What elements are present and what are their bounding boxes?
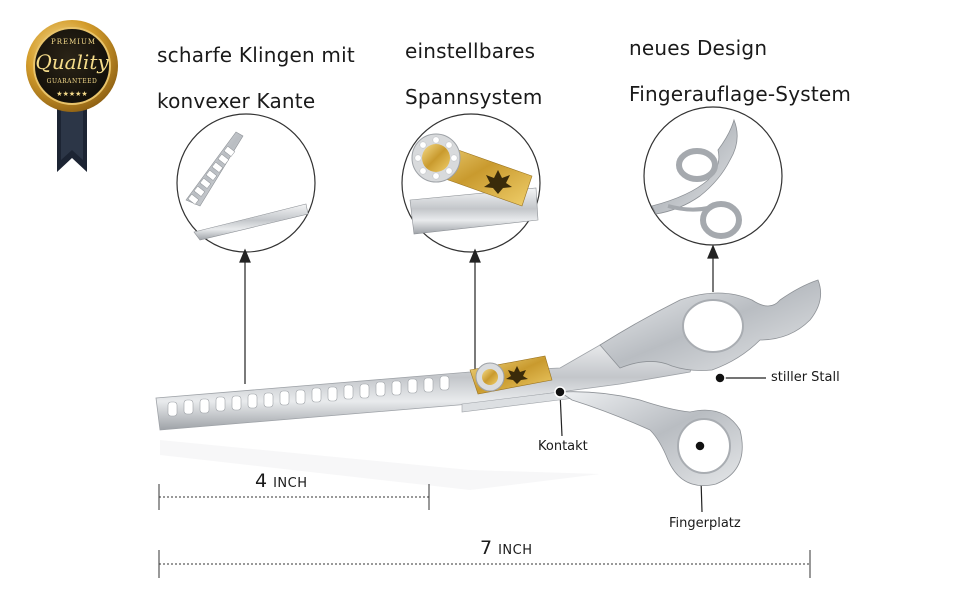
feature-blades-line1: scharfe Klingen mit [157, 43, 355, 67]
feature-blades: scharfe Klingen mit konvexer Kante [157, 32, 355, 124]
feature-design-line2: Fingerauflage-System [629, 82, 852, 106]
callout-fingerplatz: Fingerplatz [669, 516, 741, 531]
badge-stars: ★★★★★ [56, 90, 88, 98]
measurement-short-unit: INCH [273, 476, 308, 491]
fingerplatz-dot [694, 440, 706, 452]
stall-dot [714, 372, 726, 384]
measurement-long-value: 7 [480, 537, 493, 559]
maple-leaf-icon [484, 170, 512, 194]
feature-tension-line1: einstellbares [405, 39, 536, 63]
detail-circle-handle [643, 106, 783, 246]
measurement-long-unit: INCH [498, 543, 533, 558]
measurement-long: 7 INCH [480, 537, 533, 559]
measurement-short: 4 INCH [255, 470, 308, 492]
main-scissors [155, 279, 822, 490]
thinning-teeth [167, 375, 450, 417]
feature-blades-line2: konvexer Kante [157, 89, 316, 113]
badge-bottom-text: GUARANTEED [46, 78, 98, 85]
detail-circle-blade [176, 113, 316, 253]
callout-stiller-stall: stiller Stall [771, 370, 840, 385]
feature-tension-line2: Spannsystem [405, 85, 543, 109]
feature-design: neues Design Fingerauflage-System [629, 25, 851, 117]
kontakt-dot [554, 386, 566, 398]
feature-tension: einstellbares Spannsystem [405, 28, 543, 120]
badge-script-text: Quality [35, 50, 109, 74]
badge-top-text: PREMIUM [51, 38, 97, 46]
measurement-short-value: 4 [255, 470, 268, 492]
detail-circle-tension [401, 113, 541, 253]
quality-badge [26, 20, 118, 172]
callout-kontakt: Kontakt [538, 439, 588, 454]
feature-design-line1: neues Design [629, 36, 768, 60]
measurement-lines [158, 484, 811, 578]
